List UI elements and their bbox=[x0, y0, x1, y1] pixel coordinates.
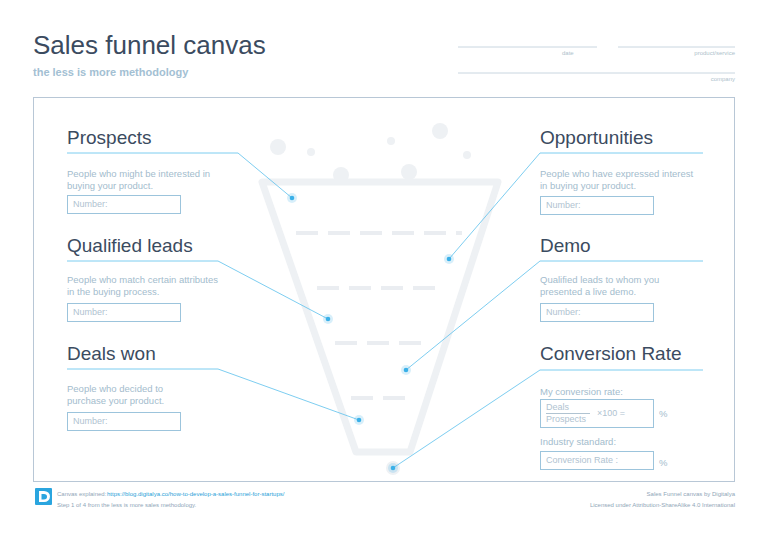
section-description: People who match certain attributes in t… bbox=[67, 274, 227, 298]
logo-mark bbox=[35, 488, 52, 505]
canvas-label: % bbox=[659, 457, 667, 469]
canvas-title: Sales funnel canvas bbox=[33, 30, 266, 60]
box-text: Number: bbox=[68, 199, 108, 210]
leader-dot bbox=[404, 368, 409, 373]
bubble bbox=[463, 151, 471, 159]
box-text: Number: bbox=[68, 416, 108, 427]
section-description: People who have expressed interest in bu… bbox=[540, 168, 695, 192]
leader-dot bbox=[326, 317, 331, 322]
footer-note: Step 1 of 4 from the less is more sales … bbox=[57, 501, 196, 509]
box-text: Number: bbox=[541, 307, 581, 318]
funnel-stage-line bbox=[317, 286, 442, 290]
funnel-drop bbox=[386, 461, 400, 475]
input-box: Number: bbox=[67, 412, 181, 431]
input-box: Conversion Rate : bbox=[540, 451, 654, 470]
leader-line bbox=[449, 153, 703, 259]
canvas-label: My conversion rate: bbox=[540, 386, 623, 398]
leader-dot bbox=[357, 418, 362, 423]
dot-halo bbox=[388, 463, 398, 473]
section-heading: Qualified leads bbox=[67, 235, 193, 257]
box-text: Conversion Rate : bbox=[541, 455, 618, 466]
field-line bbox=[458, 73, 735, 74]
field-line bbox=[618, 47, 735, 48]
leader-dot bbox=[447, 257, 452, 262]
section-description: People who might be interested in buying… bbox=[67, 168, 217, 192]
canvas-label: the less is more methodology bbox=[33, 66, 188, 79]
leader-dot bbox=[391, 466, 396, 471]
footer-note: Licensed under Attribution-ShareAlike 4.… bbox=[590, 501, 735, 509]
field-label: product/service bbox=[694, 50, 735, 57]
input-box: Number: bbox=[540, 303, 654, 322]
dot-halo bbox=[287, 193, 297, 203]
bubble bbox=[270, 139, 286, 155]
canvas-frame bbox=[34, 98, 735, 482]
leader-line bbox=[406, 261, 703, 370]
funnel-stage-line bbox=[351, 396, 409, 400]
field-label: date bbox=[562, 50, 574, 57]
section-heading: Demo bbox=[540, 235, 591, 257]
leader-line bbox=[67, 153, 292, 198]
section-heading: Prospects bbox=[67, 127, 151, 149]
section-heading: Opportunities bbox=[540, 127, 653, 149]
box-text: Prospects bbox=[546, 414, 586, 425]
funnel-stage-line bbox=[296, 231, 462, 235]
bubble bbox=[432, 123, 448, 139]
bubble bbox=[387, 137, 395, 145]
footer-note: https://blog.digitalya.co/how-to-develop… bbox=[107, 490, 284, 498]
bubble bbox=[307, 148, 315, 156]
leader-line bbox=[67, 261, 328, 319]
box-text: Deals bbox=[546, 402, 590, 414]
dot-halo bbox=[323, 314, 333, 324]
funnel-outline bbox=[262, 182, 498, 452]
funnel-stage-line bbox=[335, 341, 423, 345]
box-text: ×100 = bbox=[597, 408, 625, 419]
input-box: DealsProspects ×100 = bbox=[540, 399, 654, 428]
input-box: Number: bbox=[67, 195, 181, 214]
footer-note: Sales Funnel canvas by Digitalya bbox=[647, 490, 735, 498]
leader-dot bbox=[290, 196, 295, 201]
box-text: Number: bbox=[68, 307, 108, 318]
logo-letter bbox=[39, 491, 50, 502]
field-label: company bbox=[711, 76, 735, 83]
input-box: Number: bbox=[67, 303, 181, 322]
dot-halo bbox=[401, 365, 411, 375]
footer-note: Canvas explained: bbox=[57, 490, 106, 498]
section-heading: Conversion Rate bbox=[540, 343, 682, 365]
section-description: Qualified leads to whom you presented a … bbox=[540, 274, 680, 298]
section-heading: Deals won bbox=[67, 343, 156, 365]
section-description: People who decided to purchase your prod… bbox=[67, 383, 182, 407]
dot-halo bbox=[354, 415, 364, 425]
input-box: Number: bbox=[540, 196, 654, 215]
bubble bbox=[401, 164, 417, 180]
dot-halo bbox=[444, 254, 454, 264]
box-text: Number: bbox=[541, 200, 581, 211]
field-line bbox=[458, 47, 597, 48]
canvas-label: Industry standard: bbox=[540, 436, 616, 448]
canvas-label: % bbox=[659, 408, 667, 420]
